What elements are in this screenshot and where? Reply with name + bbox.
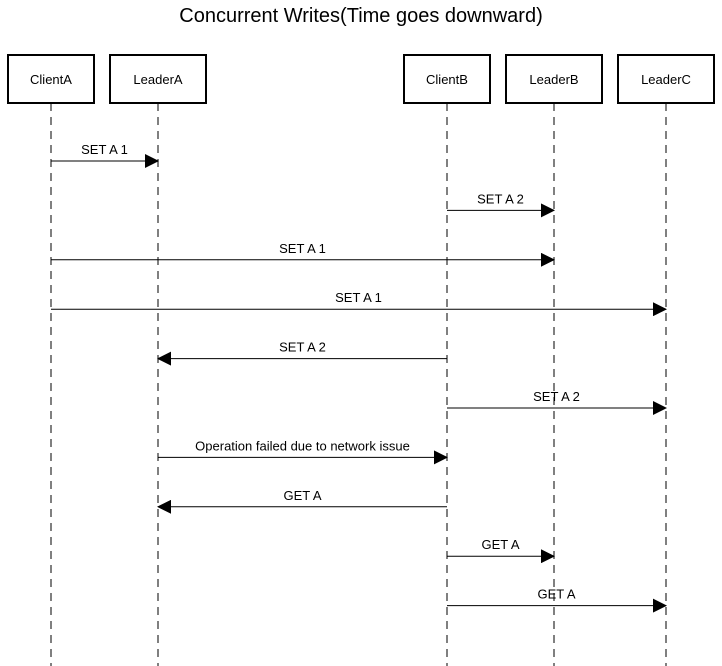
message-label: SET A 1 — [279, 241, 326, 256]
message-7: Operation failed due to network issue — [158, 438, 448, 465]
participant-label: LeaderA — [133, 72, 182, 87]
participant-box — [617, 54, 715, 104]
participant-box — [505, 54, 603, 104]
message-5: SET A 2 — [157, 340, 447, 366]
message-2: SET A 2 — [447, 191, 555, 218]
message-3: SET A 1 — [51, 241, 555, 267]
message-10: GET A — [447, 587, 667, 613]
message-9: GET A — [447, 537, 555, 564]
participant-label: ClientB — [426, 72, 468, 87]
message-label: GET A — [283, 488, 321, 503]
participant-box — [403, 54, 491, 104]
participant-label: LeaderC — [641, 72, 691, 87]
message-label: GET A — [481, 537, 519, 552]
participant-leaderA: LeaderA — [109, 54, 207, 104]
participant-leaderB: LeaderB — [505, 54, 603, 104]
participant-box — [109, 54, 207, 104]
message-label: SET A 2 — [533, 389, 580, 404]
message-label: GET A — [537, 587, 575, 602]
message-label: SET A 1 — [335, 290, 382, 305]
participant-box — [7, 54, 95, 104]
message-label: SET A 2 — [477, 191, 524, 206]
message-4: SET A 1 — [51, 290, 667, 317]
participant-label: ClientA — [30, 72, 72, 87]
participant-leaderC: LeaderC — [617, 54, 715, 104]
participant-label: LeaderB — [529, 72, 578, 87]
participant-clientA: ClientA — [7, 54, 95, 104]
message-6: SET A 2 — [447, 389, 667, 415]
diagram-title: Concurrent Writes(Time goes downward) — [179, 5, 543, 27]
message-label: SET A 2 — [279, 340, 326, 355]
participant-clientB: ClientB — [403, 54, 491, 104]
message-8: GET A — [157, 488, 447, 514]
message-label: Operation failed due to network issue — [195, 438, 410, 453]
message-1: SET A 1 — [51, 142, 159, 168]
message-label: SET A 1 — [81, 142, 128, 157]
